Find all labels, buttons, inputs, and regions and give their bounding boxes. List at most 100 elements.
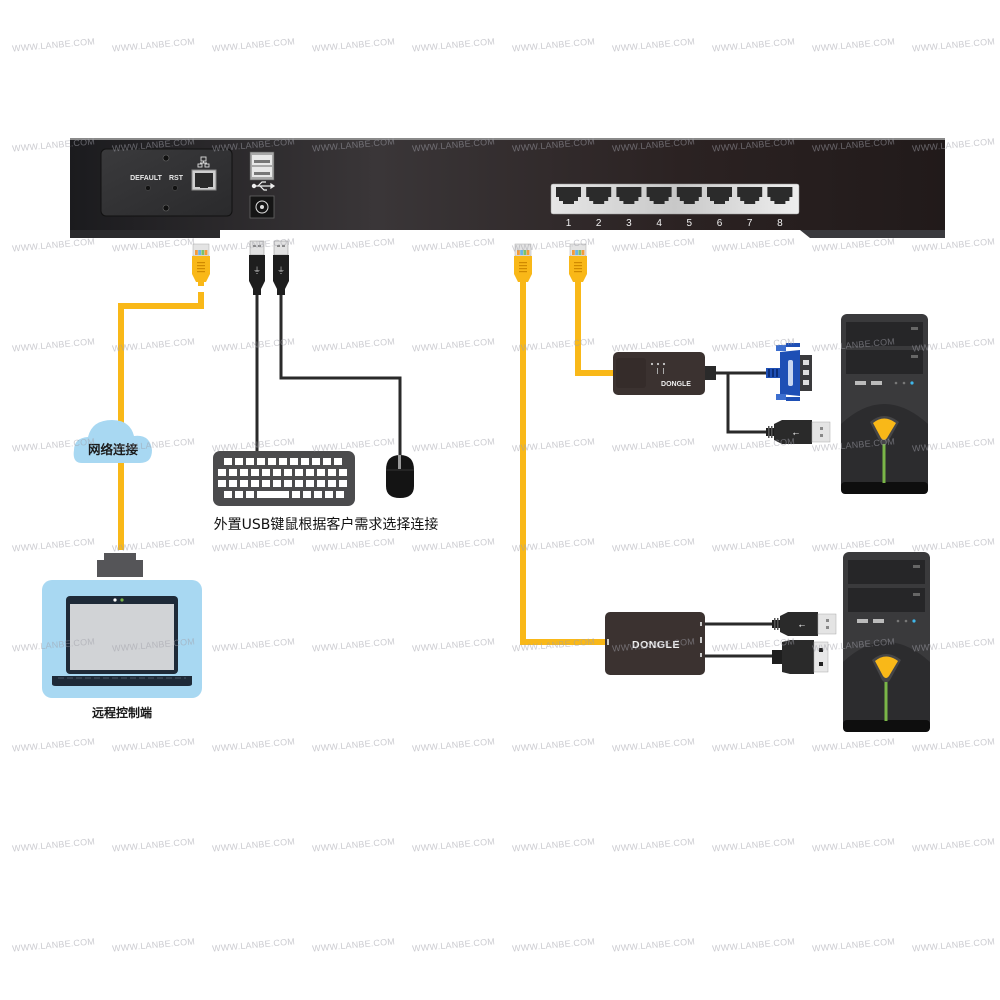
drive-bay-1: [848, 560, 925, 584]
cloud-label: 网络连接: [88, 442, 139, 457]
network-cable-remote: [118, 292, 204, 550]
drive-bay-2: [846, 350, 923, 374]
kvm-rear-panel: [100, 148, 233, 217]
usb-mouse[interactable]: [386, 455, 414, 498]
rj45-plug-port2: [569, 243, 587, 286]
svg-text:⏚: ⏚: [253, 266, 261, 275]
drive-bay-1: [846, 322, 923, 346]
key: [339, 469, 347, 476]
power-led: [912, 619, 916, 623]
key: [323, 458, 331, 465]
laptop-label: 远程控制端: [92, 705, 152, 720]
kvm-port-7[interactable]: 7: [737, 187, 763, 229]
kvm-switch: DEFAULT RST: [70, 138, 945, 238]
usb-icon: [251, 181, 276, 191]
network-cable-port1: [520, 285, 607, 645]
peripherals-caption: 外置USB键鼠根据客户需求选择连接: [214, 516, 439, 533]
port-number: 8: [777, 218, 783, 229]
port-number: 6: [717, 218, 723, 229]
key: [336, 491, 344, 498]
port-number: 3: [626, 218, 632, 229]
kvm-port-4[interactable]: 4: [646, 187, 672, 229]
dongle1-inset: [616, 358, 646, 388]
laptop-led: [120, 598, 124, 602]
key: [246, 458, 254, 465]
usb-port-stack[interactable]: [249, 151, 275, 181]
vga-connector: [766, 343, 812, 401]
remote-laptop[interactable]: 远程控制端: [42, 553, 202, 720]
dongle-1: DONGLE: [613, 352, 716, 395]
key: [262, 480, 270, 487]
kvm-port-8[interactable]: 8: [767, 187, 793, 229]
kvm-port-2[interactable]: 2: [586, 187, 612, 229]
key: [224, 491, 232, 498]
key: [279, 458, 287, 465]
key: [284, 480, 292, 487]
key: [218, 480, 226, 487]
port-number: 4: [656, 218, 662, 229]
power-jack[interactable]: [249, 195, 275, 219]
key: [284, 469, 292, 476]
key: [257, 458, 265, 465]
port-number: 7: [747, 218, 753, 229]
management-lan-port[interactable]: [191, 169, 217, 191]
key: [273, 469, 281, 476]
spacebar-key: [257, 491, 289, 498]
panel-screw-bottom: [162, 204, 170, 212]
key: [325, 491, 333, 498]
dongle1-usb-plug: ⭠: [766, 420, 831, 444]
key: [339, 480, 347, 487]
key: [312, 458, 320, 465]
usb-plug-keyboard: ⏚: [249, 240, 265, 295]
network-icon: [197, 156, 210, 168]
key: [218, 469, 226, 476]
dongle1-usb-cable: [726, 373, 770, 434]
dongle2-hdmi-plug: [772, 640, 829, 674]
key: [306, 480, 314, 487]
kvm-port-5[interactable]: 5: [676, 187, 702, 229]
kvm-top-edge: [70, 138, 945, 140]
key: [246, 491, 254, 498]
rst-label: RST: [169, 175, 184, 182]
port-strip: [550, 183, 800, 215]
front-usb-port: [871, 381, 882, 385]
svg-text:⏚: ⏚: [277, 266, 285, 275]
key: [328, 469, 336, 476]
mouse-wheel: [398, 455, 401, 469]
kvm-bottom-left: [70, 230, 220, 238]
dongle-2: DONGLE: [605, 612, 705, 675]
laptop-rj45-port: [104, 553, 136, 564]
key: [306, 469, 314, 476]
kvm-port-6[interactable]: 6: [707, 187, 732, 229]
default-button[interactable]: [145, 185, 151, 191]
key: [290, 458, 298, 465]
dongle1-label: DONGLE: [661, 381, 691, 388]
rst-button[interactable]: [172, 185, 178, 191]
key: [303, 491, 311, 498]
key: [292, 491, 300, 498]
laptop-screen: [70, 604, 174, 670]
key: [235, 491, 243, 498]
rj45-plug-port1: [514, 243, 532, 286]
key: [295, 469, 303, 476]
rj45-plug-remote: [192, 243, 210, 286]
key: [314, 491, 322, 498]
key: [229, 469, 237, 476]
kvm-port-1[interactable]: 1: [556, 187, 581, 229]
dongle2-label: DONGLE: [632, 639, 680, 651]
power-button[interactable]: [875, 656, 898, 679]
kvm-bottom-edge: [70, 230, 945, 238]
keyboard-keys: [218, 458, 347, 498]
usb-keyboard[interactable]: [213, 451, 355, 506]
key: [251, 469, 259, 476]
key: [240, 480, 248, 487]
port-number: 2: [596, 218, 602, 229]
usb-plug-mouse: ⏚: [273, 240, 289, 295]
power-button[interactable]: [873, 418, 896, 441]
front-usb-port: [857, 619, 868, 623]
kvm-port-3[interactable]: 3: [616, 187, 642, 229]
network-cloud: 网络连接: [73, 420, 152, 463]
key: [301, 458, 309, 465]
key: [317, 469, 325, 476]
